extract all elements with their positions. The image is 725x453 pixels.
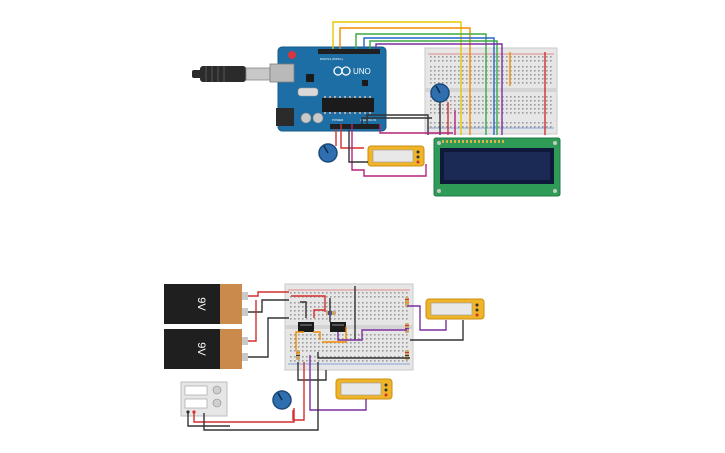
lcd-screen	[444, 152, 550, 180]
multimeter-top[interactable]	[367, 145, 425, 167]
battery-9v-bottom[interactable]: 9V	[164, 329, 248, 369]
arduino-uno-board[interactable]: UNO DIGITAL (PWM~) POWER ANALOG IN	[269, 46, 387, 132]
multimeter-display	[340, 382, 382, 396]
potentiometer-analog[interactable]	[318, 143, 338, 163]
dc-jack	[276, 108, 294, 126]
resistor[interactable]	[405, 297, 409, 307]
analog-label: ANALOG IN	[360, 118, 376, 122]
multimeter-display	[430, 302, 473, 316]
usb-plug-icon	[200, 66, 246, 82]
multimeter-right[interactable]	[425, 298, 485, 320]
multimeter-bottom[interactable]	[335, 378, 393, 400]
multimeter-display	[372, 149, 414, 163]
board-model-label: UNO	[353, 67, 371, 76]
resistor[interactable]	[296, 350, 300, 360]
digital-header	[318, 49, 380, 54]
resistor[interactable]	[405, 323, 409, 333]
breadboard-bottom[interactable]	[284, 283, 414, 371]
battery-label: 9V	[195, 297, 207, 311]
arduino-logo-icon	[333, 66, 351, 76]
potentiometer-bottom[interactable]	[272, 390, 292, 410]
ic-chip-left[interactable]	[298, 322, 314, 332]
resistor[interactable]	[326, 311, 336, 315]
usb-port	[269, 63, 295, 83]
power-label: POWER	[332, 118, 344, 122]
digital-label: DIGITAL (PWM~)	[320, 57, 343, 61]
ic-chip-right[interactable]	[330, 322, 346, 332]
battery-label: 9V	[195, 342, 207, 356]
wires-top	[332, 21, 546, 177]
lcd-16x2-display[interactable]	[433, 137, 561, 197]
power-analog-header	[330, 124, 380, 129]
reset-button[interactable]	[288, 51, 296, 59]
wires-bottom	[187, 286, 464, 431]
atmega-chip	[322, 98, 374, 112]
battery-9v-top[interactable]: 9V	[164, 284, 248, 324]
power-supply[interactable]	[180, 381, 228, 417]
potentiometer-lcd-contrast[interactable]	[430, 83, 450, 103]
usb-cable[interactable]	[192, 66, 271, 82]
